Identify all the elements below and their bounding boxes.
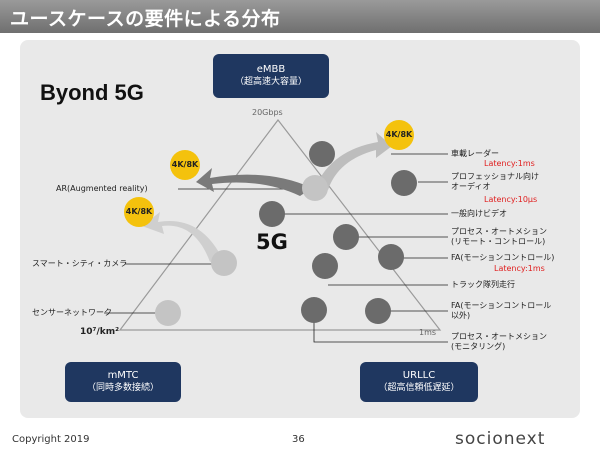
axis-urllc: 1ms xyxy=(419,328,437,337)
label-ar: AR(Augmented reality) xyxy=(56,184,148,193)
label-proaudio-2: オーディオ xyxy=(451,182,491,191)
label-video: 一般向けビデオ xyxy=(451,209,507,218)
badge-4k8k-smartcity: 4K/8K xyxy=(124,197,154,227)
embb-title: eMBB xyxy=(256,64,286,75)
dot-smartcity xyxy=(211,250,237,276)
label-proaudio-latency: Latency:10μs xyxy=(484,195,538,204)
label-fa1: FA(モーションコントロール) xyxy=(451,253,555,262)
label-fa2-2: 以外) xyxy=(451,311,471,320)
label-sensor: センサーネットワーク xyxy=(32,308,112,317)
axis-mmtc: 10⁷/km² xyxy=(80,327,120,337)
badge-4k8k-radar: 4K/8K xyxy=(384,120,414,150)
label-fa2-1: FA(モーションコントロール xyxy=(451,301,552,310)
footer-copyright: Copyright 2019 xyxy=(12,434,90,445)
embb-box: eMBB （超高速大容量） xyxy=(213,54,329,98)
dot-fa1 xyxy=(378,244,404,270)
footer-page-number: 36 xyxy=(292,434,305,445)
label-process-2: (リモート・コントロール) xyxy=(451,237,546,246)
brand-logo: socionext xyxy=(455,429,546,449)
center-5g-label: 5G xyxy=(256,230,288,254)
arrow-smartcity xyxy=(142,212,222,262)
label-truck: トラック隊列走行 xyxy=(451,280,515,289)
slide-title: ユースケースの要件による分布 xyxy=(10,8,281,30)
heading-byond-5g: Byond 5G xyxy=(40,80,144,105)
axis-embb: 20Gbps xyxy=(252,108,283,117)
diagram-panel xyxy=(20,40,580,418)
label-radar-latency: Latency:1ms xyxy=(484,159,535,168)
dot-proaudio xyxy=(391,170,417,196)
arrow-radar xyxy=(316,132,392,190)
label-proaudio-1: プロフェッショナル向け xyxy=(451,172,539,181)
urllc-box: URLLC （超高信頼低遅延） xyxy=(360,362,478,402)
dot-ar xyxy=(302,175,328,201)
dot-truck xyxy=(312,253,338,279)
label-smartcity: スマート・シティ・カメラ xyxy=(32,259,128,268)
dot-process xyxy=(333,224,359,250)
dot-process3 xyxy=(301,297,327,323)
embb-subtitle: （超高速大容量） xyxy=(234,77,307,87)
label-radar: 車載レーダー xyxy=(451,149,499,158)
mmtc-subtitle: （同時多数接続） xyxy=(86,383,159,393)
mmtc-title: mMTC xyxy=(107,370,139,381)
urllc-title: URLLC xyxy=(402,370,436,381)
title-bar: ユースケースの要件による分布 xyxy=(0,0,600,33)
label-fa1-latency: Latency:1ms xyxy=(494,264,545,273)
label-process-1: プロセス・オートメション xyxy=(451,227,547,236)
arrow-ar xyxy=(196,168,312,196)
dot-radar xyxy=(309,141,335,167)
requirement-triangle xyxy=(118,119,442,331)
dot-fa2 xyxy=(365,298,391,324)
dot-sensor xyxy=(155,300,181,326)
dot-video xyxy=(259,201,285,227)
urllc-subtitle: （超高信頼低遅延） xyxy=(378,383,460,393)
label-process3-1: プロセス・オートメション xyxy=(451,332,547,341)
mmtc-box: mMTC （同時多数接続） xyxy=(65,362,181,402)
label-process3-2: (モニタリング) xyxy=(451,342,506,351)
badge-4k8k-ar: 4K/8K xyxy=(170,150,200,180)
